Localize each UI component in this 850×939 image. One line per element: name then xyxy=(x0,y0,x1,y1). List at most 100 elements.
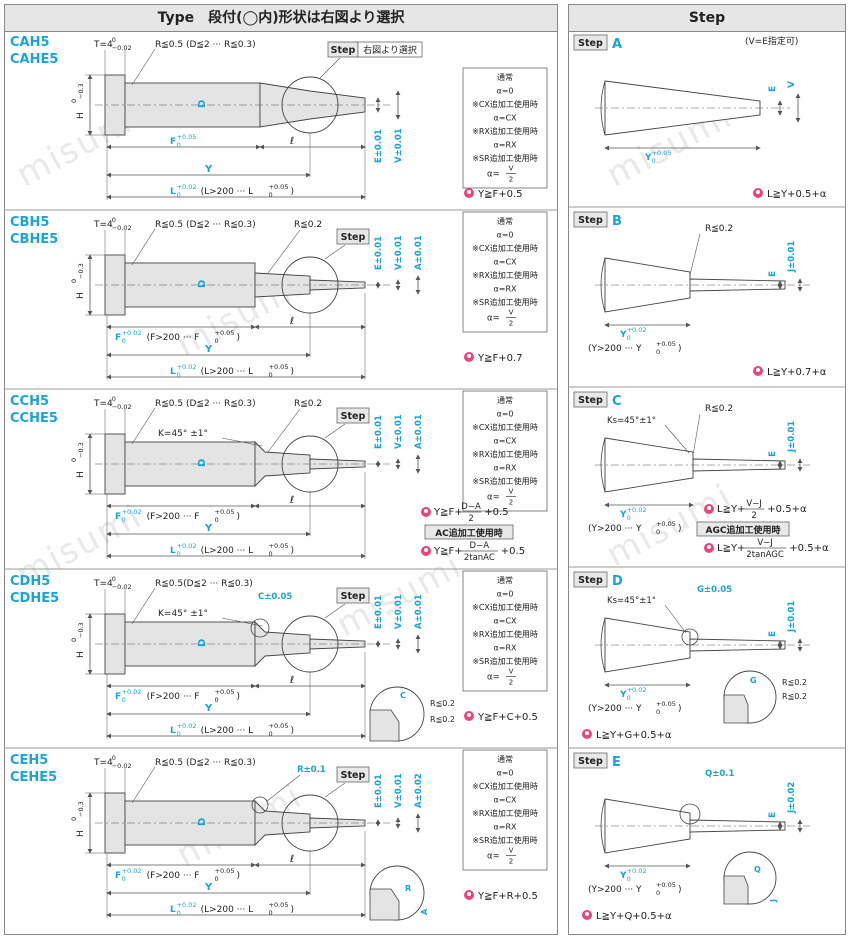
row-1-f-label: F xyxy=(115,333,121,343)
step-1-y-label-tol-hi: +0.02 xyxy=(627,326,647,334)
row-0-l-label: L xyxy=(170,187,176,197)
step-1-y-note-tol-lo: 0 xyxy=(656,348,660,356)
type-panel-header: Type 段付(◯内)形状は右図より選択 xyxy=(5,5,557,32)
row-2-t-label-tol-lo: −0.02 xyxy=(112,403,132,411)
tip-icon-dot xyxy=(467,354,471,358)
step-2-y-note-tol-hi: +0.05 xyxy=(656,520,676,528)
row-2-h-label: H xyxy=(76,471,86,478)
row-3-f-note-tol-lo: 0 xyxy=(215,696,219,704)
row-4-condition-line: 通常 xyxy=(497,754,513,764)
row-3-condition-line: α=CX xyxy=(493,617,517,626)
step-3-leader xyxy=(664,604,687,634)
row-4-condition-line: α=RX xyxy=(493,823,517,832)
row-2-l-note-tol-hi: +0.05 xyxy=(269,542,289,550)
row-1-e-label: E±0.01 xyxy=(374,236,384,270)
row-2-formula2-den: 2tanAC xyxy=(464,553,495,563)
row-0-l-label-tol-lo: 0 xyxy=(177,191,181,199)
row-2-condition-box xyxy=(462,390,548,512)
step-2-y-note: (Y>200 ··· Y xyxy=(588,524,642,534)
row-1-f-label-tol-lo: 0 xyxy=(122,337,126,345)
row-2-formula2-rhs: +0.5 xyxy=(501,546,525,557)
row-0-l-close: ) xyxy=(291,187,295,197)
step-1-tag xyxy=(573,211,608,228)
row-1-t-label-tol-hi: 0 xyxy=(112,216,116,224)
row-0-cond-frac-num: V xyxy=(509,165,514,173)
row-2-leader xyxy=(324,423,346,439)
row-1-t-label-tol-lo: −0.02 xyxy=(112,224,132,232)
step-note: (V=E指定可) xyxy=(745,35,798,47)
row-2-t-label: T=4 xyxy=(93,399,113,409)
row-3-d-label: D xyxy=(197,639,208,647)
row-1-l-label-tol-lo: 0 xyxy=(177,371,181,379)
row-3-condition-line: α=RX xyxy=(493,644,517,653)
row-1-h-tol-lo: −0.3 xyxy=(77,263,85,279)
row-3-detail-r2: R≦0.2 xyxy=(430,715,455,724)
row-4-cond-frac-num: V xyxy=(509,847,514,855)
row-3-leader xyxy=(324,603,346,619)
step-panel-header: Step xyxy=(569,5,845,32)
row-4-r-label: R≦0.5 (D≦2 ··· R≦0.3) xyxy=(155,758,256,768)
row-0-l-small-label: ℓ xyxy=(290,136,294,147)
step-4-j-label: J±0.02 xyxy=(787,782,797,814)
row-0-f-label-tol-lo: 0 xyxy=(177,141,181,149)
row-2-leader xyxy=(131,407,156,445)
row-3-t-label: T=4 xyxy=(93,579,113,589)
step-3-tag xyxy=(573,571,608,588)
row-2-formula1-lhs: Y≧F+ xyxy=(433,507,463,518)
step-3-letter: D xyxy=(612,574,623,589)
step-1-tip xyxy=(689,278,786,292)
row-2-e-label: E±0.01 xyxy=(374,415,384,449)
step-0-y-label: Y xyxy=(644,153,652,163)
row-0-t-label-tol-hi: 0 xyxy=(112,36,116,44)
row-2-f-note-tol-hi: +0.05 xyxy=(215,508,235,516)
row-2-f-label-tol-hi: +0.02 xyxy=(122,508,142,516)
row-4-condition-line: α=CX xyxy=(493,796,517,805)
row-1-cond-frac-num: V xyxy=(509,309,514,317)
step-0-y-label-tol-hi: +0.05 xyxy=(652,149,672,157)
step-2-y-label-tol-lo: 0 xyxy=(627,514,631,522)
row-4-code: CEH5 xyxy=(10,753,48,768)
row-2-ac-box xyxy=(424,524,514,540)
row-3-t-label-tol-hi: 0 xyxy=(112,575,116,583)
row-3-condition-box xyxy=(462,570,548,692)
step-2-letter: C xyxy=(612,394,622,409)
step-1-j-label: J±0.01 xyxy=(787,241,797,273)
row-1-step-box xyxy=(336,228,370,245)
row-3-h-tol-lo: −0.3 xyxy=(77,622,85,638)
row-3-leader xyxy=(131,587,156,625)
step-2-tag-label: Step xyxy=(578,395,603,406)
row-1-t-label: T=4 xyxy=(93,220,113,230)
row-1-v-label: V±0.01 xyxy=(394,235,404,270)
row-2-leader xyxy=(267,408,301,453)
step-3-j-label: J±0.01 xyxy=(787,601,797,633)
row-1-condition-box xyxy=(462,211,548,333)
row-0-step-box-label: Step xyxy=(331,45,356,56)
row-1-cond-frac-lhs: α= xyxy=(487,314,500,324)
row-1-f-note: (F>200 ··· F xyxy=(147,333,200,343)
row-2-l-label-tol-hi: +0.02 xyxy=(177,542,197,550)
step-2-formula1-lhs: L≧Y+ xyxy=(717,504,745,515)
row-1-leader xyxy=(324,244,346,260)
step-1-r-label: R≦0.2 xyxy=(705,224,733,234)
row-0-d-label: D xyxy=(197,100,208,108)
step-2-y-close: ) xyxy=(678,524,682,534)
row-3-r-label: R≦0.5(D≦2 ··· R≦0.3) xyxy=(155,579,253,589)
step-1-e-label: E xyxy=(768,271,778,277)
step-2-formula1-den: 2 xyxy=(751,511,756,521)
step-4-detail-q: Q xyxy=(754,865,761,874)
row-4-h-tol-hi: 0 xyxy=(70,817,78,821)
step-3-tip xyxy=(689,638,786,652)
row-0-leader xyxy=(131,48,156,86)
row-2-f-note-tol-lo: 0 xyxy=(215,516,219,524)
row-1-formula: Y≧F+0.7 xyxy=(477,353,523,364)
step-2-formula1-num: V−J xyxy=(746,499,761,509)
row-3-detail-fill xyxy=(369,709,400,742)
row-4-formula: Y≧F+R+0.5 xyxy=(477,891,538,902)
row-2-l-label-tol-lo: 0 xyxy=(177,550,181,558)
row-4-cond-frac-den: 2 xyxy=(509,858,513,866)
step-4-q-circle xyxy=(679,803,701,825)
step-3-y-close: ) xyxy=(678,704,682,714)
step-4-y-label: Y xyxy=(619,871,627,881)
row-1-l-note: (L>200 ··· L xyxy=(201,367,254,377)
row-0-condition-line: ※SR追加工使用時 xyxy=(472,153,537,163)
